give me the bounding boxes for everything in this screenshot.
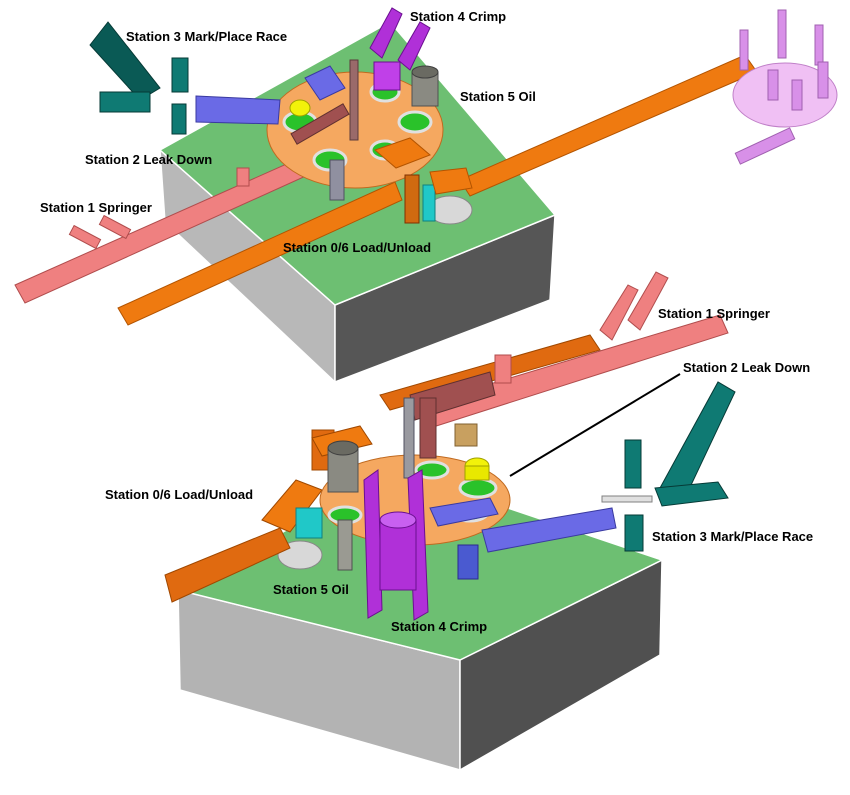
bottom-station2-blue-cylinder	[457, 544, 479, 580]
top-leakdown-block	[236, 167, 250, 187]
top-station0-post	[404, 174, 420, 224]
bottom-label-station4: Station 4 Crimp	[391, 619, 487, 634]
top-station3-base	[99, 91, 151, 113]
top-yellow-part	[289, 99, 311, 117]
top-station2-blue-block	[304, 65, 346, 101]
top-view: Station 3 Mark/Place Race Station 4 Crim…	[14, 7, 838, 384]
top-station0-flap	[429, 167, 473, 195]
top-station3-mark-place	[89, 21, 189, 135]
top-station4-crimp	[369, 7, 431, 91]
top-station4-body	[373, 61, 401, 91]
top-feeder-pin-6	[817, 61, 829, 99]
top-station5-cap	[411, 65, 439, 79]
top-feeder-pin-2	[777, 9, 787, 59]
top-brown-slide	[290, 103, 350, 145]
top-station5-oil	[411, 65, 439, 107]
bottom-station5-oil	[295, 440, 359, 571]
bottom-label-station5: Station 5 Oil	[273, 582, 349, 597]
top-station3-chute	[89, 21, 161, 101]
top-feeder-plate	[732, 62, 838, 128]
top-part-nest-4	[397, 110, 433, 134]
bottom-springer-arm-b	[627, 271, 669, 331]
bottom-station3-head	[624, 439, 642, 489]
top-center-post	[349, 59, 359, 141]
bottom-yellow-part-body	[464, 465, 490, 481]
bottom-pink-block	[494, 354, 512, 384]
bottom-station2-blue-arm	[481, 507, 617, 553]
bottom-view: Station 1 Springer Station 2 Leak Down S…	[105, 271, 813, 772]
bottom-orange-conveyor-left	[164, 527, 291, 603]
bottom-label-station3: Station 3 Mark/Place Race	[652, 529, 813, 544]
top-feeder-tube	[734, 127, 796, 165]
top-label-station4: Station 4 Crimp	[410, 9, 506, 24]
bottom-center-post-cap	[419, 397, 437, 459]
bottom-station4-body	[379, 519, 417, 591]
bottom-label-station2: Station 2 Leak Down	[683, 360, 810, 375]
bottom-station4-top	[379, 511, 417, 529]
top-orange-conveyor-upper	[459, 54, 758, 197]
bottom-station5-cap	[327, 440, 359, 456]
top-feeder-pin-5	[791, 79, 803, 111]
top-center-shaft	[329, 159, 345, 201]
top-station4-plate-a	[369, 7, 403, 59]
bottom-springer-arm-a	[599, 284, 639, 341]
top-springer-block-b	[98, 214, 132, 240]
bottom-station3-chute	[659, 381, 736, 501]
top-springer-block-a	[68, 224, 102, 250]
bottom-part-nest-2	[458, 477, 498, 499]
bottom-center-post	[403, 397, 415, 479]
bottom-station3-mark-place	[601, 381, 736, 552]
bottom-station2-leader-line	[509, 373, 681, 477]
top-feeder-pin-4	[767, 69, 779, 101]
top-station0-cyan	[422, 184, 436, 222]
top-label-station1: Station 1 Springer	[40, 200, 152, 215]
top-label-station5: Station 5 Oil	[460, 89, 536, 104]
bottom-station3-base	[654, 481, 729, 507]
top-station2-blue-arm	[195, 95, 281, 125]
bottom-station0-cyan	[295, 507, 323, 539]
top-feeder	[732, 9, 838, 165]
bottom-station4-plate-a	[363, 469, 383, 619]
top-station0-tray	[374, 137, 431, 169]
top-station4-plate-b	[397, 21, 431, 71]
bottom-station3-post	[624, 514, 644, 552]
top-feeder-pin-3	[814, 24, 824, 66]
bottom-station3-bar	[601, 495, 653, 503]
top-station3-post	[171, 103, 187, 135]
bottom-label-station0: Station 0/6 Load/Unload	[105, 487, 253, 502]
bottom-tan-part	[454, 423, 478, 447]
top-label-station3: Station 3 Mark/Place Race	[126, 29, 287, 44]
top-orange-conveyor-main	[117, 181, 403, 326]
bottom-station5-shaft	[337, 519, 353, 571]
top-feeder-pin-1	[739, 29, 749, 71]
bottom-station4-crimp	[363, 469, 429, 621]
top-station3-head	[171, 57, 189, 93]
bottom-station2-blue-plate	[429, 497, 499, 527]
top-station0-load-unload	[374, 137, 473, 224]
top-label-station0: Station 0/6 Load/Unload	[283, 240, 431, 255]
bottom-label-station1: Station 1 Springer	[658, 306, 770, 321]
bottom-part-nest-1	[414, 460, 450, 480]
top-label-station2: Station 2 Leak Down	[85, 152, 212, 167]
